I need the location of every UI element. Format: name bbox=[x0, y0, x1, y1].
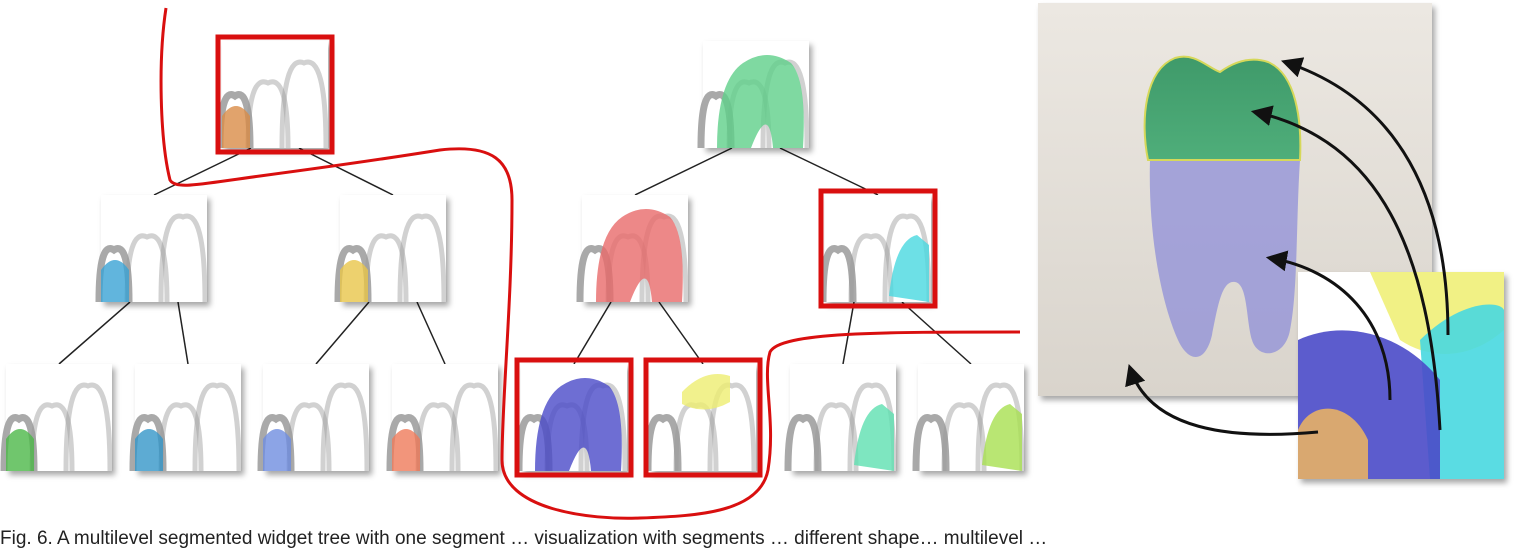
tf-arc bbox=[158, 402, 204, 472]
tf-segment bbox=[682, 374, 730, 410]
arrow-indigo-to-root bbox=[1265, 250, 1392, 401]
tf-arc bbox=[245, 79, 291, 149]
tf-widget bbox=[643, 357, 763, 478]
tf-widget bbox=[334, 195, 447, 303]
tf-segment bbox=[982, 404, 1022, 471]
tf-widget-zoom bbox=[1298, 272, 1504, 479]
arrow-yellow-to-enamel-edge bbox=[1281, 57, 1450, 336]
tree-edge bbox=[177, 301, 189, 365]
tf-arc bbox=[819, 245, 857, 303]
tf-widget bbox=[95, 195, 208, 303]
tf-arc bbox=[644, 414, 682, 472]
tf-widget bbox=[514, 357, 634, 478]
arrow-orange-to-background bbox=[1125, 364, 1319, 436]
tree-edge bbox=[416, 301, 446, 365]
tf-widget bbox=[0, 364, 113, 472]
tree-edge bbox=[634, 147, 733, 196]
tf-segment bbox=[535, 378, 622, 471]
tf-segment bbox=[222, 106, 250, 148]
tf-widget bbox=[215, 34, 335, 155]
tf-widget bbox=[912, 364, 1025, 472]
tf-widget-highlight bbox=[514, 357, 634, 478]
tf-arc bbox=[158, 213, 208, 303]
tf-arc bbox=[363, 233, 409, 303]
tf-widget bbox=[697, 41, 810, 149]
tf-arc bbox=[286, 402, 332, 472]
arrow-cyan-to-crown bbox=[1250, 105, 1442, 431]
tf-widget bbox=[576, 195, 689, 303]
tf-arc bbox=[941, 402, 987, 472]
tf-segment bbox=[263, 429, 291, 471]
tf-arc bbox=[320, 382, 370, 472]
tf-segment bbox=[889, 235, 929, 302]
tf-segment bbox=[135, 429, 163, 471]
tf-arc bbox=[449, 382, 499, 472]
tree-edge bbox=[315, 301, 370, 365]
widget-tree bbox=[0, 34, 1025, 478]
tree-edge bbox=[153, 147, 252, 196]
tree-edge bbox=[298, 147, 394, 196]
tf-widget bbox=[784, 364, 897, 472]
tf-arc bbox=[192, 382, 242, 472]
tree-edge bbox=[658, 301, 704, 365]
tree-edge bbox=[573, 301, 612, 365]
tf-segment bbox=[392, 429, 420, 471]
tf-arc bbox=[784, 414, 822, 472]
tf-widget-highlight bbox=[818, 188, 938, 309]
tf-widget-highlight bbox=[215, 34, 335, 155]
tf-arc bbox=[29, 402, 75, 472]
tf-zoom-cyan bbox=[1420, 304, 1504, 479]
tf-arc bbox=[279, 59, 329, 149]
tf-arc bbox=[397, 213, 447, 303]
tree-edge bbox=[779, 147, 879, 196]
mapping-arrows bbox=[1125, 57, 1450, 436]
tf-widget bbox=[386, 364, 499, 472]
tf-widget-highlight bbox=[643, 357, 763, 478]
tf-arc bbox=[63, 382, 113, 472]
tf-arc bbox=[707, 382, 757, 472]
tf-arc bbox=[848, 233, 894, 303]
tree-edge bbox=[58, 301, 131, 365]
tf-zoom-orange bbox=[1298, 408, 1368, 479]
tooth-root bbox=[1149, 160, 1300, 358]
tf-arc bbox=[124, 233, 170, 303]
tf-segment bbox=[340, 260, 368, 302]
tf-arc bbox=[415, 402, 461, 472]
tf-segment bbox=[596, 209, 683, 302]
segment-boundary-curve bbox=[159, 7, 1021, 520]
tree-edges bbox=[58, 147, 972, 365]
tf-widget bbox=[257, 364, 370, 472]
tf-widget bbox=[818, 188, 938, 309]
tf-segment bbox=[717, 55, 804, 148]
figure-caption: Fig. 6. A multilevel segmented widget tr… bbox=[0, 528, 1048, 549]
tf-segment bbox=[101, 260, 129, 302]
tf-segment bbox=[854, 404, 894, 471]
tooth-crown bbox=[1143, 55, 1302, 161]
tf-segment bbox=[6, 429, 34, 471]
tf-widget bbox=[129, 364, 242, 472]
tf-arc bbox=[912, 414, 950, 472]
tf-arc bbox=[813, 402, 859, 472]
